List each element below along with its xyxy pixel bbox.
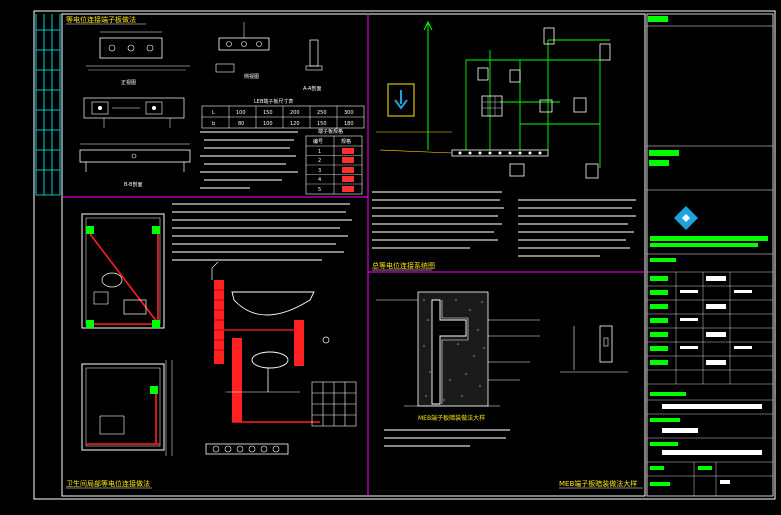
table-cell: 300 <box>344 110 354 116</box>
table-cell: 150 <box>317 121 327 127</box>
outer-frame <box>33 10 776 500</box>
table-cell: 3 <box>318 168 321 174</box>
terminal-spec-table: 端子板规格 编号 规格 1 2 3 4 5 <box>305 128 363 195</box>
table-cell: 150 <box>263 110 273 116</box>
section-label-side: 侧视图 <box>244 73 259 80</box>
table-cell: 100 <box>263 121 273 127</box>
table-cell: 1 <box>318 149 321 155</box>
table-cell: 180 <box>344 121 354 127</box>
table-cell: 80 <box>238 121 244 127</box>
section-label-aa: A-A剖面 <box>303 85 321 92</box>
table-cell: L <box>212 110 215 116</box>
panel-meb-concealed: MEB端子板暗装做法大样 MEB端子板暗装做法大样 <box>376 291 643 489</box>
caption-meb-section: MEB端子板暗装做法大样 <box>418 414 485 422</box>
table-cell: 250 <box>317 110 327 116</box>
ground-symbol-icon <box>387 83 415 117</box>
title-block <box>646 13 774 497</box>
inner-frame <box>61 13 646 497</box>
table-cell: 120 <box>290 121 300 127</box>
table-cell: 4 <box>318 177 321 183</box>
table-cell: b <box>212 121 215 127</box>
panel-terminal-board: 等电位连接端子板做法 正视图 侧视图 A-A剖面 <box>66 15 365 195</box>
panel-main-bonding-system: 总等电位连接系统图 <box>372 20 636 271</box>
panel-title-bathroom: 卫生间局部等电位连接做法 <box>66 479 150 488</box>
table-cell: 5 <box>318 187 321 193</box>
panel-title-meb: MEB端子板暗装做法大样 <box>559 479 637 488</box>
panel-dividers <box>62 14 645 496</box>
binding-strip <box>35 14 61 196</box>
table-cell: 2 <box>318 158 321 164</box>
table-cell: 100 <box>236 110 246 116</box>
panel-bathroom-bonding: 卫生间局部等电位连接做法 <box>66 203 357 489</box>
panel-title-main-bonding: 总等电位连接系统图 <box>372 261 435 270</box>
section-label-bb: B-B剖面 <box>124 181 143 188</box>
terminal-size-table: LEB端子板尺寸表 L 100 150 200 250 300 b 80 100… <box>201 98 365 129</box>
table-title: LEB端子板尺寸表 <box>254 98 293 105</box>
notes-terminal-board <box>200 131 298 189</box>
title-block-rows <box>647 258 773 385</box>
spec-table-title: 端子板规格 <box>318 128 343 135</box>
table-cell: 200 <box>290 110 300 116</box>
section-label-front: 正视图 <box>121 79 136 86</box>
table-cell: 规格 <box>341 138 351 145</box>
table-cell: 编号 <box>313 138 323 145</box>
panel-title-terminal-board: 等电位连接端子板做法 <box>66 15 136 24</box>
